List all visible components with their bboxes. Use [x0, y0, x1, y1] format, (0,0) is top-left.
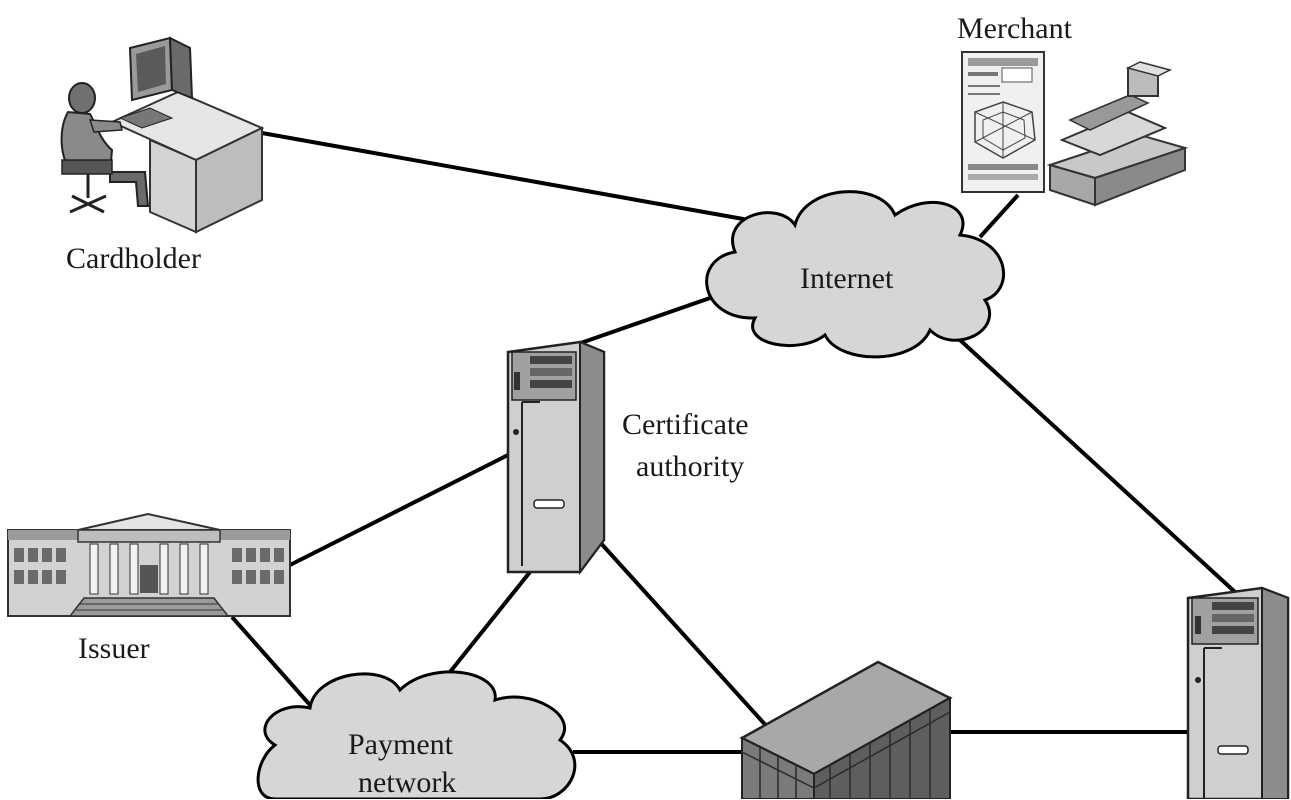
issuer-label: Issuer — [78, 632, 150, 665]
link-issuer-ca — [289, 453, 509, 567]
payment-network-label-line2: network — [358, 766, 457, 799]
payment-gateway-server-icon — [1186, 586, 1290, 799]
link-cardholder-internet — [261, 131, 761, 224]
certificate-authority-label-line2: authority — [636, 450, 745, 483]
acquirer-office-building-icon — [739, 660, 953, 799]
internet-label: Internet — [800, 262, 894, 295]
link-ca-acquirer — [596, 538, 772, 732]
cardholder-computer-user-icon — [60, 36, 265, 234]
merchant-web-store-icon — [961, 51, 1189, 207]
merchant-label: Merchant — [957, 12, 1072, 45]
link-internet-gateway — [958, 338, 1237, 594]
payment-network-label-line1: Payment — [348, 728, 453, 761]
cardholder-label: Cardholder — [66, 242, 201, 275]
issuer-bank-building-icon — [7, 512, 291, 617]
certificate-authority-label-line1: Certificate — [622, 408, 749, 441]
connections — [230, 131, 1237, 754]
link-ca-payment — [448, 570, 532, 674]
link-merchant-internet — [978, 193, 1020, 239]
internet-cloud-icon — [705, 190, 1006, 359]
link-issuer-payment — [230, 615, 312, 707]
certificate-authority-server-icon — [506, 340, 606, 575]
